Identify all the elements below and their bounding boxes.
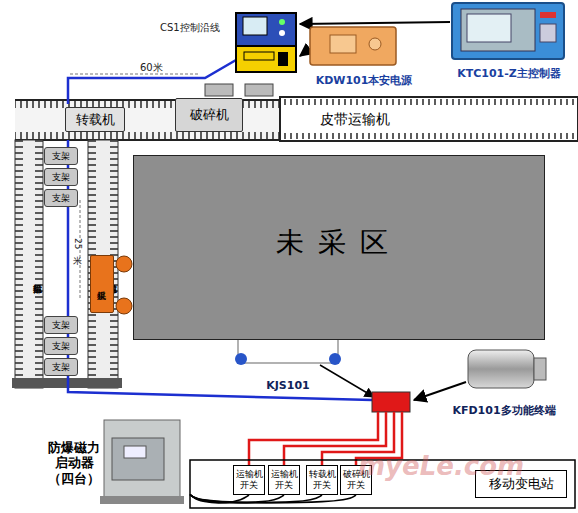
node-text: 皮带运输机 — [320, 111, 390, 128]
node-text: 防爆磁力 启动器 （四台） — [45, 440, 103, 487]
node-text: 转载机 — [76, 112, 115, 128]
watermark: myeLe.com — [358, 452, 524, 481]
support-box: 支架 — [44, 147, 78, 165]
switch-box: 运输机 开关 — [268, 465, 300, 495]
terminal-device: KFD101多功能终端 — [430, 345, 578, 417]
node-text: 未采区 — [276, 226, 402, 260]
main-controller-device — [452, 3, 564, 59]
dimension-line — [70, 74, 200, 75]
pointer-arrow — [414, 382, 466, 400]
cable-label: CS1控制沿线 — [160, 22, 220, 33]
node-text: 支架 — [52, 362, 70, 373]
support-box: 支架 — [44, 168, 78, 186]
kjs-device: KJS101 — [228, 300, 348, 392]
belt-conveyor: 皮带运输机 — [280, 100, 578, 138]
cable-line — [190, 495, 249, 503]
dimension-label: 60米 — [140, 62, 163, 73]
node-text: KTC101-Z主控制器 — [457, 67, 561, 80]
starter-cabinet — [100, 420, 184, 504]
controller-device: KTC101-Z主控制器 — [440, 2, 578, 80]
belt-conveyor-track — [280, 97, 578, 141]
unmined-area: 未采区 — [133, 155, 545, 340]
transfer-machine: 转载机 — [65, 107, 125, 132]
node-text: 支架 — [52, 341, 70, 352]
starter-device: 防爆磁力 启动器 （四台） — [45, 418, 190, 508]
node-text: 支架 — [52, 320, 70, 331]
field-controller — [236, 13, 296, 72]
pointer-arrow — [300, 50, 308, 56]
node-text: KJS101 — [266, 379, 310, 392]
node-text: KFD101多功能终端 — [452, 404, 555, 417]
power-supply-device: KDW101本安电源 — [305, 25, 423, 87]
node-text: 运输机 开关 — [234, 469, 264, 491]
small-cart — [205, 84, 273, 96]
node-text: KDW101本安电源 — [316, 74, 413, 87]
node-text: 破碎机 — [190, 107, 229, 123]
dimension-line — [80, 200, 81, 300]
pointer-arrow — [320, 365, 374, 397]
cable-line — [190, 495, 322, 503]
switch-box: 运输机 开关 — [233, 465, 265, 495]
support-box: 支架 — [44, 316, 78, 334]
junction-box — [372, 392, 410, 412]
terminal-device — [468, 350, 546, 388]
rear-conveyor: 后部运输机 — [15, 142, 43, 378]
support-box: 支架 — [44, 189, 78, 207]
shearer-box: 采煤机 — [90, 255, 114, 313]
cable-line — [190, 495, 284, 503]
node-text: 支架 — [52, 151, 70, 162]
support-box: 支架 — [44, 358, 78, 376]
node-text: 转载机 开关 — [307, 469, 337, 491]
pointer-arrow — [300, 22, 450, 24]
switch-box: 转载机 开关 — [306, 465, 338, 495]
cable-line — [190, 495, 356, 503]
node-text: 运输机 开关 — [269, 469, 299, 491]
dimension-label: 25米 — [72, 238, 82, 249]
support-box: 支架 — [44, 337, 78, 355]
node-text: 支架 — [52, 172, 70, 183]
crusher-box: 破碎机 — [175, 98, 243, 132]
power-supply-device — [310, 27, 396, 65]
node-text: 支架 — [52, 193, 70, 204]
shearer-drum — [116, 256, 132, 314]
